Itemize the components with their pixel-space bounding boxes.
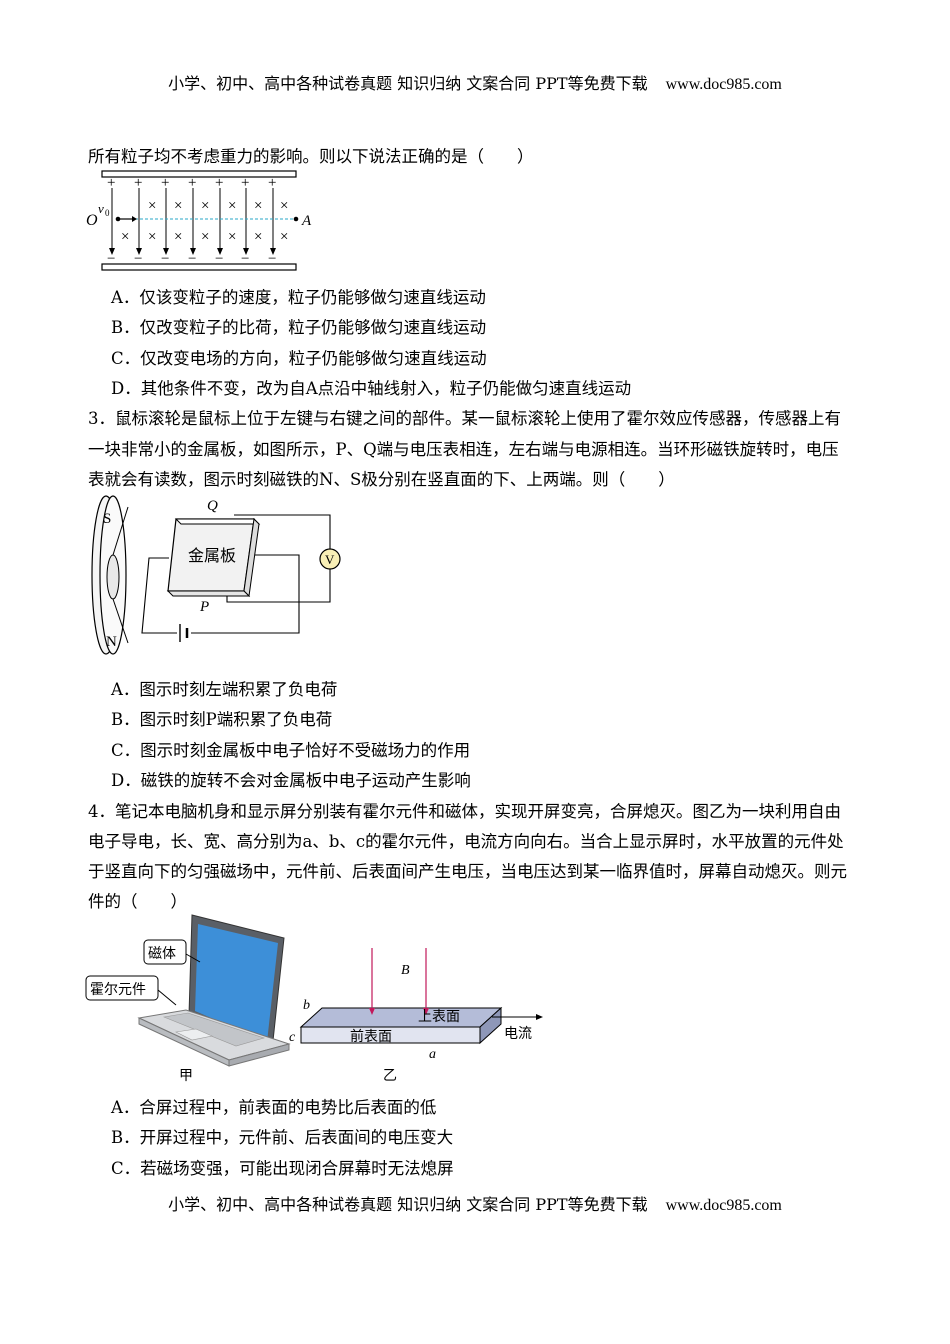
q2-figure: + − + − + − + − + − + − + − × × × × × × × × × × × × × O A v 0 xyxy=(86,170,312,271)
plus-sign: + xyxy=(161,175,169,191)
point-o xyxy=(115,216,121,222)
header-site: www.doc985.com xyxy=(665,76,782,93)
voltmeter-label: V xyxy=(325,552,335,567)
field-arrowhead xyxy=(136,248,142,255)
minus-sign: − xyxy=(107,251,115,267)
q4-option-a: A．合屏过程中，前表面的电势比后表面的低 xyxy=(111,1098,437,1117)
footer-text: 小学、初中、高中各种试卷真题 知识归纳 文案合同 PPT等免费下载 xyxy=(168,1195,648,1214)
caption-yi: 乙 xyxy=(383,1068,397,1084)
q2-option-c: C．仅改变电场的方向，粒子仍能够做匀速直线运动 xyxy=(111,349,487,368)
q3-line-2: 一块非常小的金属板，如图所示，P、Q端与电压表相连，左右端与电源相连。当环形磁铁… xyxy=(88,440,839,459)
minus-sign: − xyxy=(268,251,276,267)
magnetic-cross: × xyxy=(228,198,236,214)
magnetic-cross: × xyxy=(228,229,236,245)
minus-sign: − xyxy=(188,251,196,267)
q4-line-2: 电子导电，长、宽、高分别为a、b、c的霍尔元件，电流方向向右。当合上显示屏时，水… xyxy=(88,832,844,851)
header-text: 小学、初中、高中各种试卷真题 知识归纳 文案合同 PPT等免费下载 xyxy=(168,74,648,93)
electric-field-lines: + − + − + − + − + − + − + − xyxy=(107,175,276,267)
footer-site: www.doc985.com xyxy=(665,1197,782,1214)
q2-stem: 所有粒子均不考虑重力的影响。则以下说法正确的是（ ） xyxy=(88,147,534,166)
magnetic-cross: × xyxy=(254,229,262,245)
point-a xyxy=(293,216,299,222)
label-a: A xyxy=(301,213,312,229)
hall-label: 霍尔元件 xyxy=(90,982,146,998)
minus-sign: − xyxy=(215,251,223,267)
magnetic-cross: × xyxy=(174,198,182,214)
minus-sign: − xyxy=(241,251,249,267)
label-o: O xyxy=(86,212,98,229)
label-current: 电流 xyxy=(504,1026,532,1042)
minus-sign: − xyxy=(161,251,169,267)
label-b-dim: b xyxy=(303,998,310,1013)
q2-option-b: B．仅改变粒子的比荷，粒子仍能够做匀速直线运动 xyxy=(111,318,487,337)
q4-figure: 磁体 霍尔元件 甲 B 上表面 前表面 电流 b c a 乙 xyxy=(85,914,543,1084)
label-q: Q xyxy=(207,498,218,514)
caption-jia: 甲 xyxy=(179,1069,193,1084)
q3-option-a: A．图示时刻左端积累了负电荷 xyxy=(111,680,338,699)
q3-line-3: 表就会有读数，图示时刻磁铁的N、S极分别在竖直面的下、上两端。则（ ） xyxy=(88,470,675,489)
q4-option-b: B．开屏过程中，元件前、后表面间的电压变大 xyxy=(111,1128,454,1147)
voltmeter xyxy=(319,548,341,570)
hall-callout xyxy=(85,975,159,1001)
magnet-callout xyxy=(143,939,187,965)
field-arrowhead xyxy=(217,248,223,255)
q3-option-b: B．图示时刻P端积累了负电荷 xyxy=(111,710,333,729)
field-arrowhead xyxy=(243,248,249,255)
magnetic-cross: × xyxy=(201,198,209,214)
magnetic-cross: × xyxy=(280,229,288,245)
q2-option-a: A．仅该变粒子的速度，粒子仍能够做匀速直线运动 xyxy=(111,288,486,307)
q2-option-d: D．其他条件不变，改为自A点沿中轴线射入，粒子仍能做匀速直线运动 xyxy=(111,379,632,398)
label-v0-subscript: 0 xyxy=(105,208,110,218)
field-arrowhead xyxy=(190,248,196,255)
magnetic-field-crosses: × × × × × × × × × × × × × xyxy=(121,198,288,245)
label-p: P xyxy=(199,599,209,615)
label-top: 上表面 xyxy=(418,1009,460,1025)
label-s: S xyxy=(103,511,111,527)
plus-sign: + xyxy=(215,175,223,191)
magnetic-cross: × xyxy=(121,229,129,245)
q4-line-1: 4．笔记本电脑机身和显示屏分别装有霍尔元件和磁体，实现开屏变亮，合屏熄灭。图乙为… xyxy=(88,802,841,821)
label-front: 前表面 xyxy=(350,1028,392,1045)
minus-sign: − xyxy=(134,251,142,267)
plus-sign: + xyxy=(188,175,196,191)
page-header: 小学、初中、高中各种试卷真题 知识归纳 文案合同 PPT等免费下载 www.doc… xyxy=(0,70,950,94)
field-arrowhead xyxy=(270,248,276,255)
q4-option-c: C．若磁场变强，可能出现闭合屏幕时无法熄屏 xyxy=(111,1159,454,1178)
magnet-label: 磁体 xyxy=(148,946,176,962)
label-a-dim: a xyxy=(429,1047,436,1062)
q3-option-d: D．磁铁的旋转不会对金属板中电子运动产生影响 xyxy=(111,771,471,790)
q3-line-1: 3．鼠标滚轮是鼠标上位于左键与右键之间的部件。某一鼠标滚轮上使用了霍尔效应传感器… xyxy=(88,409,841,428)
magnetic-cross: × xyxy=(254,198,262,214)
magnetic-cross: × xyxy=(280,198,288,214)
q4-line-4: 件的（ ） xyxy=(88,892,187,911)
q4-line-3: 于竖直向下的匀强磁场中，元件前、后表面间产生电压，当电压达到某一临界值时，屏幕自… xyxy=(88,862,847,881)
magnetic-cross: × xyxy=(148,229,156,245)
label-c-dim: c xyxy=(289,1030,296,1045)
plus-sign: + xyxy=(134,175,142,191)
plus-sign: + xyxy=(107,175,115,191)
label-b-field: B xyxy=(401,963,410,978)
field-arrowhead xyxy=(163,248,169,255)
plus-sign: + xyxy=(268,175,276,191)
field-arrowhead xyxy=(109,248,115,255)
q3-figure: S N V 金属板 Q P xyxy=(91,495,341,655)
magnetic-cross: × xyxy=(201,229,209,245)
q3-option-c: C．图示时刻金属板中电子恰好不受磁场力的作用 xyxy=(111,741,471,760)
label-n: N xyxy=(106,634,117,650)
plus-sign: + xyxy=(241,175,249,191)
label-v0: v xyxy=(98,201,104,216)
page-footer: 小学、初中、高中各种试卷真题 知识归纳 文案合同 PPT等免费下载 www.doc… xyxy=(0,1191,950,1215)
plate-label: 金属板 xyxy=(188,547,236,565)
magnetic-cross: × xyxy=(148,198,156,214)
magnetic-cross: × xyxy=(174,229,182,245)
